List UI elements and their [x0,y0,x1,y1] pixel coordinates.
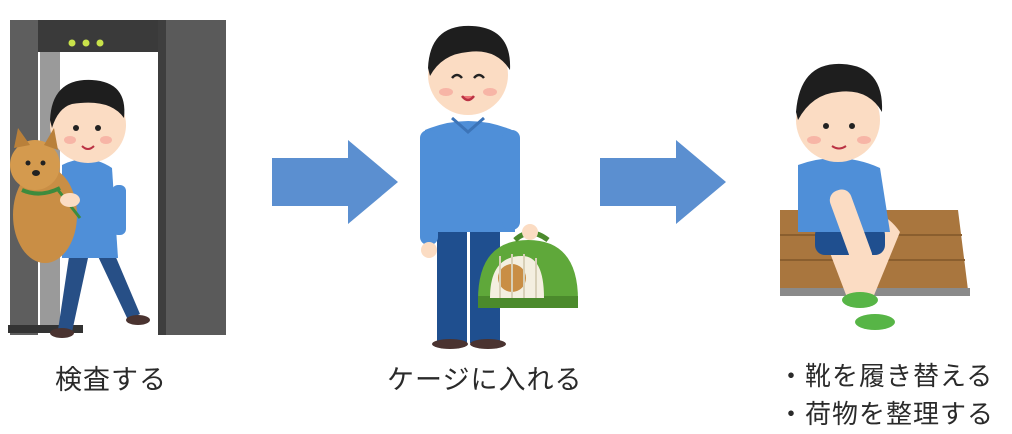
list-item: ・荷物を整理する [778,400,995,430]
step1-caption: 検査する [55,365,167,396]
right-arrow-icon [600,140,726,224]
boy-head [50,87,126,163]
step2-caption: ケージに入れる [387,365,583,396]
security-gate-illustration [8,20,226,338]
dog-icon [10,128,82,263]
list-item: ・靴を履き替える [778,362,994,392]
boy-with-carrier-illustration [420,25,578,349]
pet-carrier-icon [478,224,578,308]
right-arrow-icon [272,140,398,224]
step3-list: ・靴を履き替える ・荷物を整理する [778,358,994,434]
boy-changing-shoes-illustration [780,63,970,330]
gate-right-pillar [158,20,226,335]
